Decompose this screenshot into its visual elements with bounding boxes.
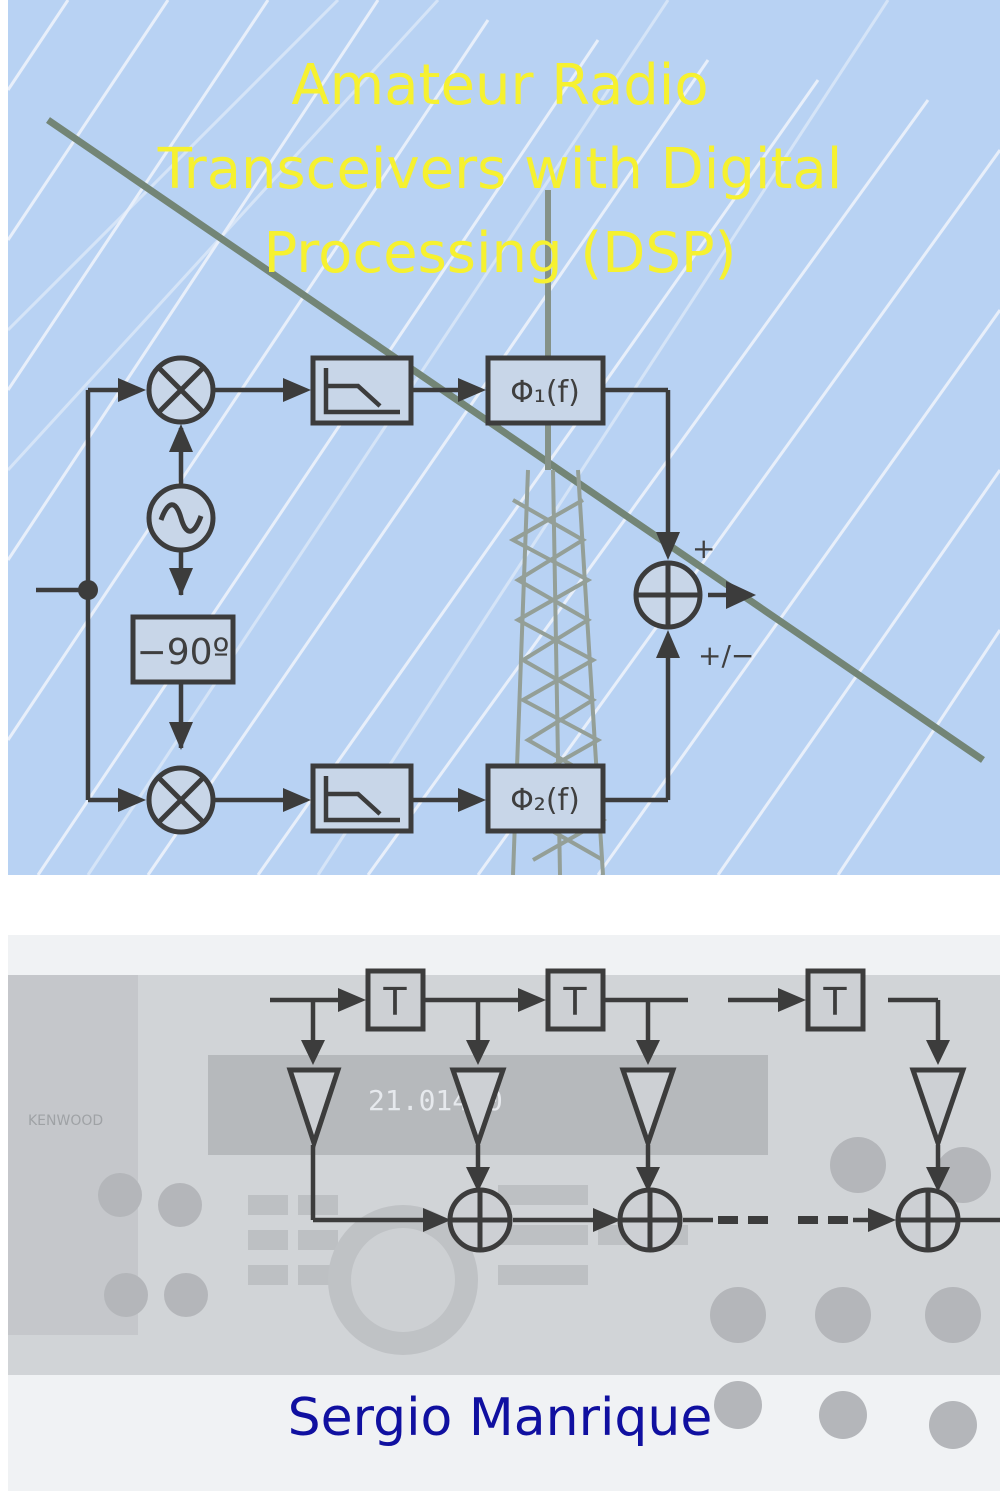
author-name: Sergio Manrique — [287, 1388, 713, 1448]
radio-left-panel — [8, 975, 138, 1335]
transceiver-scene: KENWOOD 21.014.0 — [8, 935, 1000, 1491]
summer-icon — [447, 1187, 513, 1253]
gain-triangle-icons — [286, 1067, 967, 1152]
phase-filter-1-label: Φ₁(f) — [510, 375, 580, 410]
radio-buttons — [248, 1185, 688, 1285]
summer-icon — [895, 1187, 961, 1253]
cover-top-illustration: −90º Φ₁(f) Φ₂(f) + +/− — [8, 0, 1000, 875]
oscillator-icon — [146, 483, 216, 553]
delay-block-3 — [805, 968, 866, 1032]
book-title-line-3: Processing (DSP) — [263, 221, 737, 286]
plus-minus-label: +/− — [698, 639, 754, 672]
plus-label: + — [692, 532, 715, 565]
radio-knobs — [98, 1137, 991, 1449]
phase-filter-2-label: Φ₂(f) — [510, 783, 580, 818]
antenna-elements — [8, 0, 1000, 875]
fir-arrows — [301, 988, 950, 1232]
phase-shift-block — [130, 614, 236, 685]
junction-dot — [78, 580, 98, 600]
antenna-boom — [46, 117, 985, 763]
phase-filter-1-block — [485, 355, 606, 426]
phase-filter-2-block — [485, 763, 606, 834]
delay-label-1: T — [382, 980, 407, 1024]
signal-arrows — [118, 378, 756, 812]
summer-icon — [633, 560, 703, 630]
lowpass-filter-icon — [310, 763, 414, 834]
multiplier-icon — [146, 765, 216, 835]
delay-block-1 — [365, 968, 426, 1032]
lowpass-filter-icon — [310, 355, 414, 426]
delay-label-2: T — [562, 980, 587, 1024]
delay-block-2 — [545, 968, 606, 1032]
delay-label-3: T — [822, 980, 847, 1024]
antenna-sky-scene: −90º Φ₁(f) Φ₂(f) + +/− — [8, 0, 1000, 875]
book-title-line-2: Transceivers with Digital — [157, 137, 843, 202]
cover-bottom-illustration: KENWOOD 21.014.0 — [8, 935, 1000, 1491]
summer-icon — [617, 1187, 683, 1253]
radio-brand-label: KENWOOD — [28, 1113, 103, 1129]
phase-shift-label: −90º — [137, 632, 230, 673]
multiplier-icon — [146, 355, 216, 425]
book-title-line-1: Amateur Radio — [291, 53, 709, 118]
